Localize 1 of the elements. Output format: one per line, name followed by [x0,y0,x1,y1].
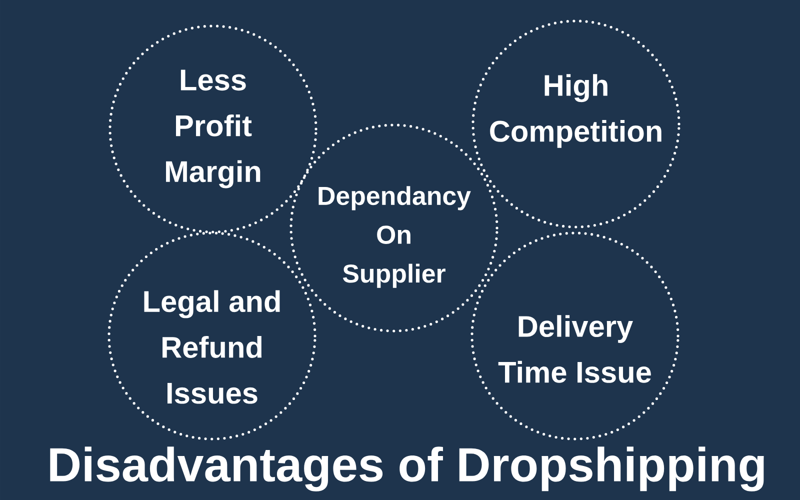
title: Disadvantages of Dropshipping [50,446,764,492]
